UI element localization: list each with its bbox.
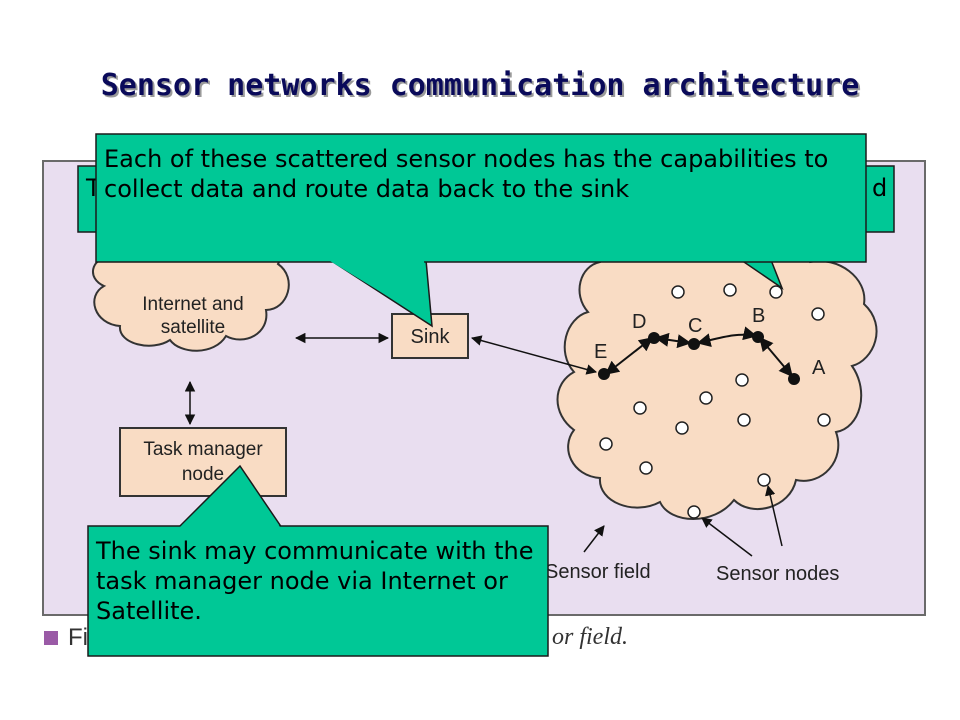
sink-box	[391, 313, 469, 359]
scattered-sensor-nodes	[599, 283, 831, 519]
sensor-nodes-label: Sensor nodes	[716, 563, 839, 585]
figure-caption: Fi	[44, 624, 88, 652]
sensor-node	[769, 285, 783, 299]
caption-tail: or field.	[552, 624, 628, 650]
sensor-node-a	[788, 373, 800, 385]
route-path	[604, 326, 793, 378]
sensor-node-b	[752, 331, 764, 343]
path-label-d: D	[632, 311, 646, 333]
sensor-node	[633, 401, 647, 415]
path-label-b: B	[752, 305, 765, 327]
sensor-node	[817, 413, 831, 427]
sensor-node	[757, 473, 771, 487]
path-label-c: C	[688, 315, 702, 337]
path-label-a: A	[812, 357, 826, 379]
bottom-callout-box	[87, 525, 549, 657]
sensor-node-c	[688, 338, 700, 350]
sensor-node-e	[598, 368, 610, 380]
sensor-node	[671, 285, 685, 299]
bottom-callout-pointer-fill	[180, 468, 280, 527]
sensor-node	[737, 413, 751, 427]
sensor-node	[639, 461, 653, 475]
sensor-node	[699, 391, 713, 405]
task-manager-box	[119, 427, 287, 497]
sensor-node	[723, 283, 737, 297]
arrow-sink-field	[470, 335, 598, 375]
task-manager-label-1: Task manager	[143, 439, 263, 460]
internet-label-1: Internet and	[142, 294, 243, 315]
path-label-e: E	[594, 341, 607, 363]
arrow-sensor-nodes-2	[765, 484, 783, 547]
internet-label-2: satellite	[161, 317, 225, 338]
top-callout-text: Each of these scattered sensor nodes has…	[104, 145, 829, 203]
task-manager-label-2: node	[182, 464, 224, 485]
sensor-node	[675, 421, 689, 435]
top-callout-pointer-fill	[226, 261, 430, 322]
back-callout-text-right: d	[872, 174, 887, 202]
sensor-node	[599, 437, 613, 451]
bullet-icon	[44, 631, 58, 645]
sensor-node	[735, 373, 749, 387]
sensor-node-d	[648, 332, 660, 344]
sensor-node	[687, 505, 701, 519]
sensor-node	[811, 307, 825, 321]
sink-label: Sink	[411, 326, 451, 348]
arrow-sensor-nodes-1	[701, 517, 753, 557]
bottom-callout-text: The sink may communicate with the task m…	[96, 537, 534, 625]
caption-lead: Fi	[68, 624, 88, 651]
arrow-sensor-field	[583, 525, 605, 553]
page-title: Sensor networks communication architectu…	[100, 68, 860, 103]
sensor-field-label: Sensor field	[545, 561, 651, 583]
top-callout-box	[95, 133, 867, 263]
